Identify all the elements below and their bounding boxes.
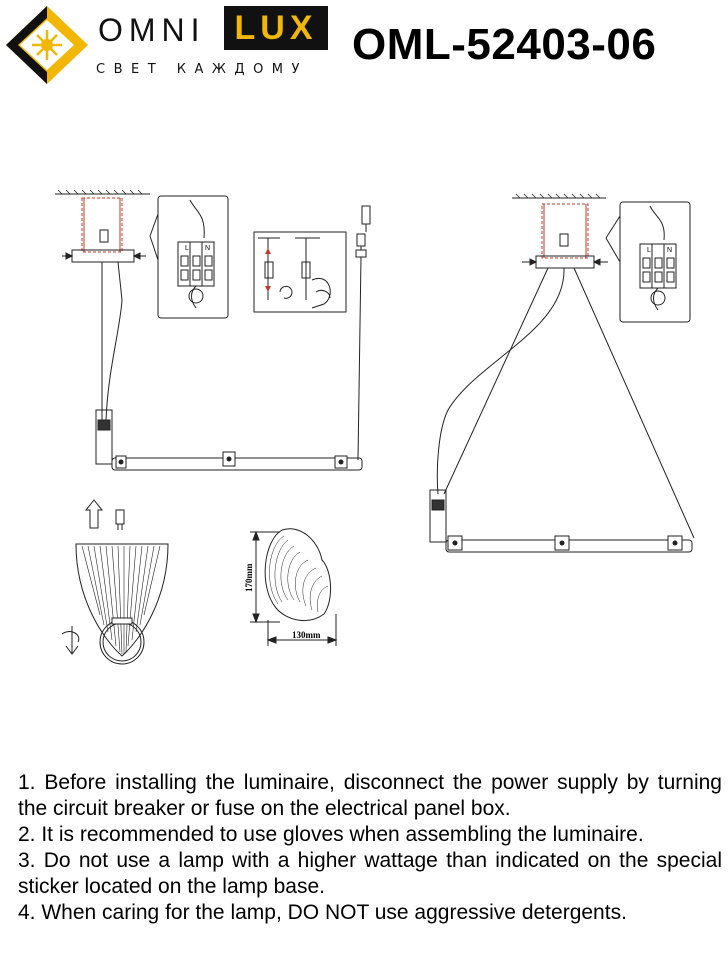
bulb-insert-detail: [84, 499, 125, 530]
dimension-width-label: 130mm: [292, 630, 321, 640]
lamp-right: [429, 267, 695, 553]
instruction-item: 2. It is recommended to use gloves when …: [18, 823, 644, 846]
power-cord-left: [355, 205, 371, 461]
cable-adjust-detail: [253, 231, 347, 313]
terminal-label-l-right: L: [647, 247, 651, 254]
wiring-detail-right: L N: [605, 201, 691, 323]
brand-name-omni: OMNI: [98, 12, 206, 48]
terminal-label-l: L: [185, 245, 189, 252]
glass-shade-detail: [75, 543, 169, 657]
wiring-detail-left: L N: [149, 195, 229, 319]
shade-dimension-drawing: 170mm 130mm: [244, 528, 338, 646]
instruction-item: 1. Before installing the luminaire, disc…: [18, 771, 722, 820]
instruction-item: 4. When caring for the lamp, DO NOT use …: [18, 901, 627, 924]
brand-name-lux: LUX: [224, 6, 328, 50]
terminal-label-n-right: N: [667, 247, 672, 254]
instruction-item: 3. Do not use a lamp with a higher watta…: [18, 849, 722, 898]
ceiling-mount-left: [55, 189, 150, 421]
lamp-left: [95, 409, 363, 471]
ceiling-mount-right: [512, 193, 608, 269]
model-number: OML-52403-06: [352, 20, 657, 69]
header: OMNI LUX СВЕТ КАЖДОМУ OML-52403-06: [0, 0, 728, 90]
installation-notes: 1. Before installing the luminaire, disc…: [18, 770, 722, 926]
terminal-label-n: N: [205, 245, 210, 252]
dimension-height-label: 170mm: [244, 563, 254, 592]
omnilux-logo-icon: [6, 6, 88, 84]
brand-tagline: СВЕТ КАЖДОМУ: [96, 62, 308, 77]
installation-diagram: L N: [55, 189, 695, 665]
rotate-ring-detail: [61, 617, 145, 665]
